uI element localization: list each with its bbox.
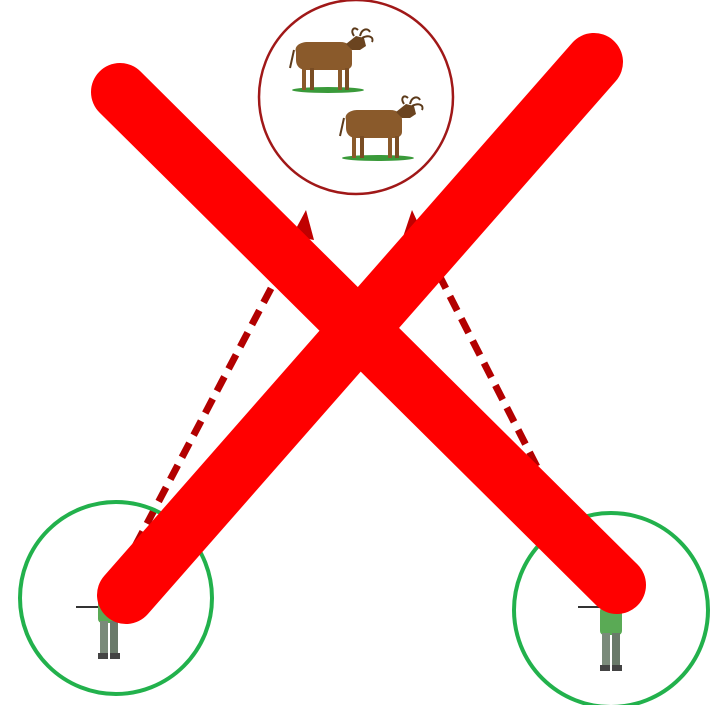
target-group [259, 0, 453, 194]
